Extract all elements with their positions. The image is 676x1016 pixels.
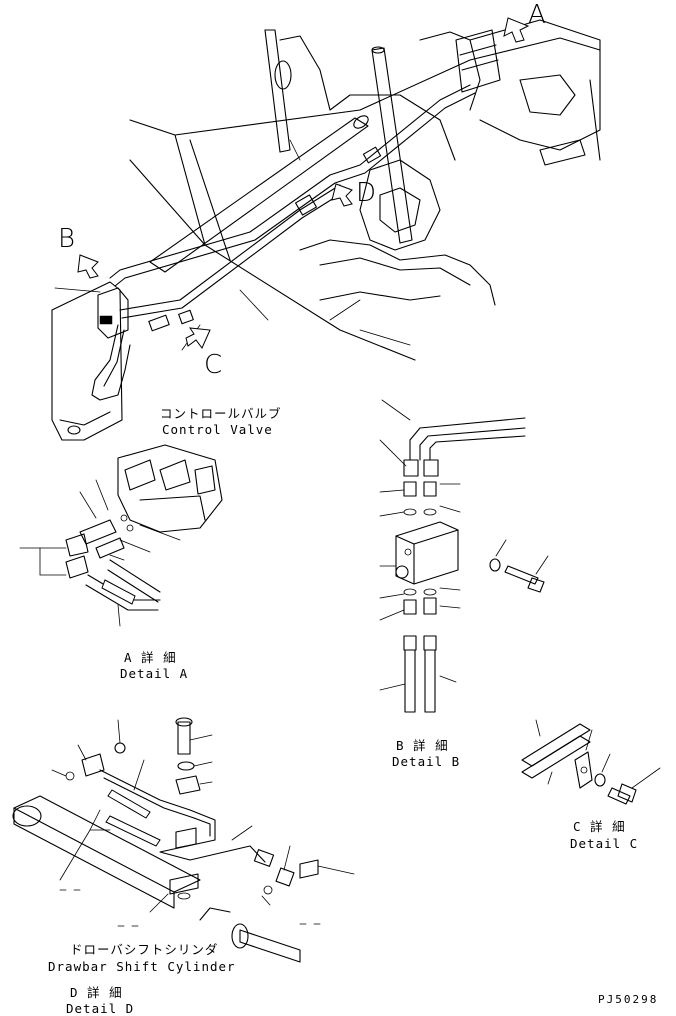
detail-b-drawing <box>379 399 549 713</box>
detail-a-label-jp: A 詳 細 <box>124 650 177 665</box>
control-valve-label-en: Control Valve <box>162 422 273 437</box>
drawbar-shift-cylinder-label-en: Drawbar Shift Cylinder <box>48 959 236 974</box>
view-letter-a: A <box>528 0 546 30</box>
detail-d-drawing <box>12 717 355 963</box>
detail-d-label-en: Detail D <box>66 1001 135 1016</box>
detail-a-label-en: Detail A <box>120 666 189 681</box>
control-valve-label-jp: コントロールバルブ <box>160 406 282 421</box>
detail-d-label-jp: D 詳 細 <box>70 985 123 1000</box>
detail-a-drawing <box>19 444 223 627</box>
drawing-code: PJ50298 <box>598 993 659 1006</box>
detail-b-label-en: Detail B <box>392 754 461 769</box>
main-assembly-view <box>51 17 601 441</box>
detail-c-label-en: Detail C <box>570 836 639 851</box>
detail-c-drawing <box>521 719 661 805</box>
view-letter-b: B <box>58 224 76 254</box>
detail-b-label-jp: B 詳 細 <box>396 738 449 753</box>
detail-c-label-jp: C 詳 細 <box>573 819 626 834</box>
view-letter-c: C <box>204 350 223 380</box>
view-letter-d: D <box>356 178 377 208</box>
drawbar-shift-cylinder-label-jp: ドローバシフトシリンダ <box>70 942 219 957</box>
